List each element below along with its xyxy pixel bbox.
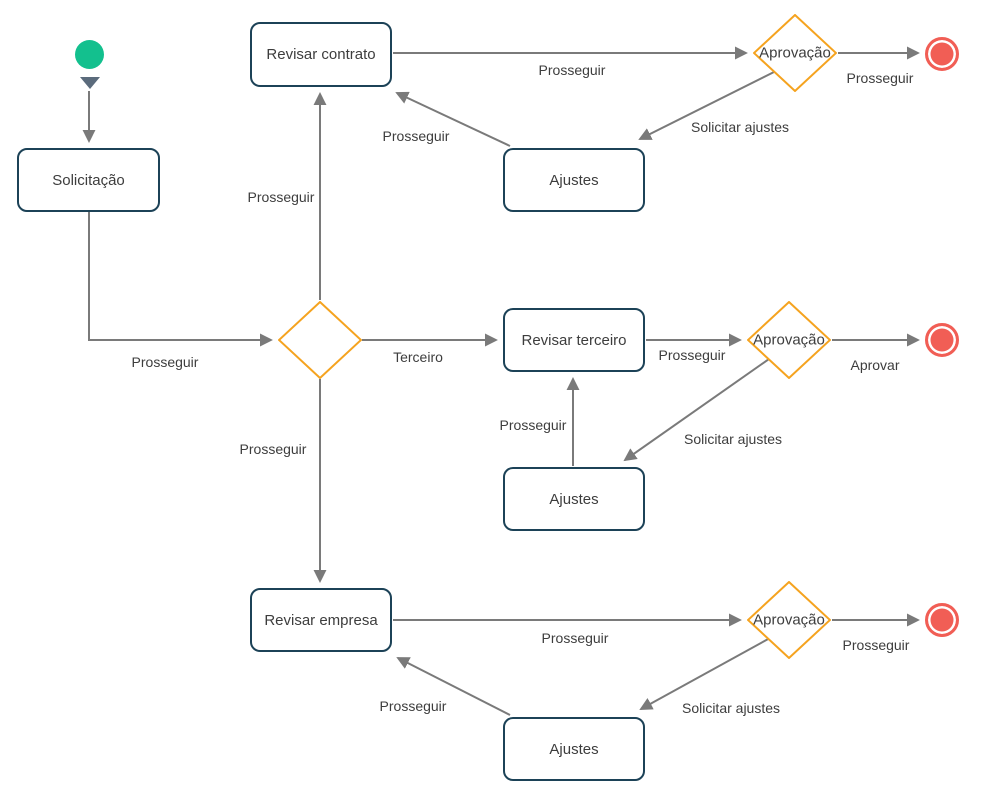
edge-label: Terceiro: [391, 349, 445, 365]
edge-label: Prosseguir: [539, 630, 611, 646]
end-event-circle-empresa[interactable]: [925, 603, 959, 637]
edge-label: Prosseguir: [245, 189, 317, 205]
task-solicitacao[interactable]: Solicitação: [17, 148, 160, 212]
task-revisar-contrato[interactable]: Revisar contrato: [250, 22, 392, 87]
edge-ajustes-to-empresa: [396, 657, 511, 716]
edge-label: Prosseguir: [536, 62, 608, 78]
start-pointer-icon: [80, 77, 100, 89]
edge-solicitacao-to-hub: [88, 212, 273, 347]
end-event-circle-contrato[interactable]: [925, 37, 959, 71]
edge-label: Prosseguir: [129, 354, 201, 370]
decision-label: Aprovação: [753, 611, 825, 629]
task-label: Solicitação: [52, 171, 125, 189]
task-label: Revisar empresa: [264, 611, 378, 629]
edge-label: Solicitar ajustes: [688, 119, 792, 135]
task-ajustes-empresa[interactable]: Ajustes: [503, 717, 645, 781]
edge-label: Solicitar ajustes: [681, 431, 785, 447]
diamond-shape: [747, 581, 831, 659]
edge-label: Prosseguir: [497, 417, 569, 433]
decision-label: Aprovação: [753, 331, 825, 349]
edge-label: Prosseguir: [840, 637, 912, 653]
decision-aprovacao-empresa[interactable]: Aprovação: [747, 581, 831, 659]
task-ajustes-contrato[interactable]: Ajustes: [503, 148, 645, 212]
task-label: Ajustes: [549, 490, 599, 508]
task-label: Revisar terceiro: [521, 331, 627, 349]
edge-label: Prosseguir: [237, 441, 309, 457]
diamond-shape: [278, 301, 362, 379]
decision-aprovacao-contrato[interactable]: Aprovação: [753, 14, 837, 92]
edge-label: Solicitar ajustes: [679, 700, 783, 716]
task-label: Ajustes: [549, 740, 599, 758]
start-event-circle[interactable]: [75, 40, 104, 69]
edge-label: Prosseguir: [380, 128, 452, 144]
edge-label: Prosseguir: [656, 347, 728, 363]
edge-ajustes-to-contrato: [395, 91, 511, 147]
diamond-shape: [747, 301, 831, 379]
task-revisar-empresa[interactable]: Revisar empresa: [250, 588, 392, 652]
edge-aprovacao-empresa-to-ajustes: [639, 637, 771, 710]
edge-label: Prosseguir: [377, 698, 449, 714]
task-label: Revisar contrato: [266, 46, 376, 63]
edge-label: Aprovar: [848, 357, 902, 373]
task-revisar-terceiro[interactable]: Revisar terceiro: [503, 308, 645, 372]
edge-aprovacao-contrato-to-ajustes: [638, 71, 775, 140]
diamond-shape: [753, 14, 837, 92]
decision-hub-diamond[interactable]: [278, 301, 362, 379]
decision-aprovacao-terceiro[interactable]: Aprovação: [747, 301, 831, 379]
decision-label: Aprovação: [759, 44, 831, 62]
edge-aprovacao-terceiro-to-ajustes: [623, 358, 770, 462]
task-ajustes-terceiro[interactable]: Ajustes: [503, 467, 645, 531]
edge-label: Prosseguir: [844, 70, 916, 86]
end-event-circle-terceiro[interactable]: [925, 323, 959, 357]
task-label: Ajustes: [549, 171, 599, 189]
